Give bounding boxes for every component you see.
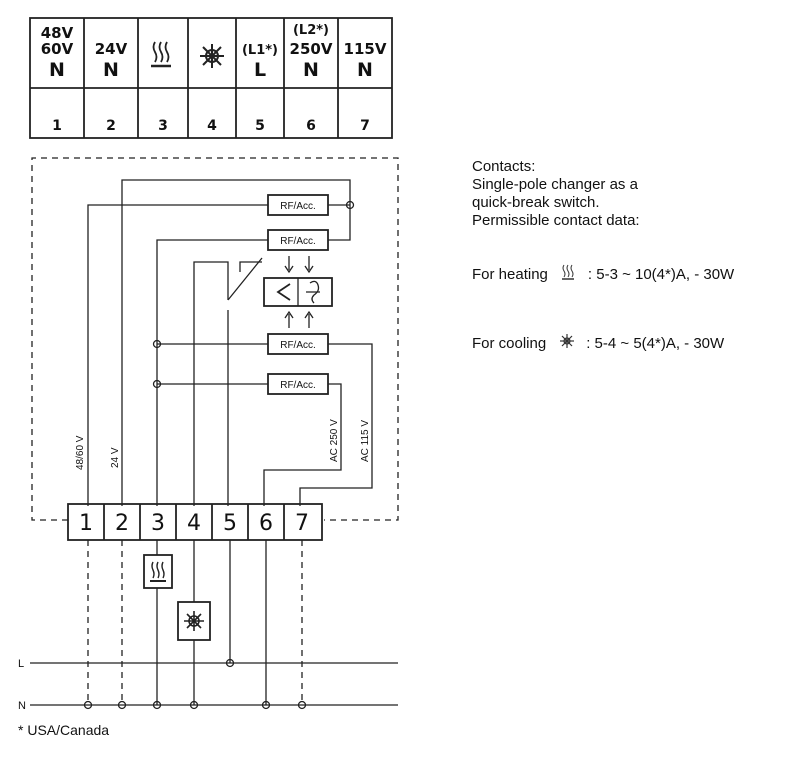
cooling-spec-icon xyxy=(556,333,578,353)
relay-box-2-label: RF/Acc. xyxy=(280,236,316,247)
heater-load xyxy=(143,554,173,589)
heating-spec: For heating : 5-3 ~ 10(4*)A, - 30W xyxy=(472,264,734,284)
header-col1-line1: 48V xyxy=(41,24,74,42)
external-wiring xyxy=(30,540,398,706)
contacts-line-3: quick-break switch. xyxy=(472,194,600,211)
terminal-6: 6 xyxy=(259,511,273,536)
cooling-spec: For cooling : 5-4 ~ 5(4*)A, - 30W xyxy=(472,333,724,353)
header-col2-role: N xyxy=(103,59,119,81)
junction-dots xyxy=(152,200,355,389)
wire-label-48-60v: 48/60 V xyxy=(75,435,86,470)
header-num-3: 3 xyxy=(158,118,168,134)
terminal-4: 4 xyxy=(187,511,201,536)
heating-spec-icon xyxy=(558,264,580,284)
footnote: * USA/Canada xyxy=(18,722,110,738)
contacts-line-4: Permissible contact data: xyxy=(472,212,640,229)
header-col7-role: N xyxy=(357,59,373,81)
header-num-1: 1 xyxy=(52,118,62,134)
relay-box-3-label: RF/Acc. xyxy=(280,340,316,351)
device-enclosure xyxy=(31,157,399,521)
header-num-7: 7 xyxy=(360,118,370,134)
header-col6-line1: (L2*) xyxy=(293,23,329,38)
contacts-line-2: Single-pole changer as a xyxy=(472,176,638,193)
contacts-description: Contacts: Single-pole changer as a quick… xyxy=(472,158,640,230)
header-col6-role: N xyxy=(303,59,319,81)
rail-label-n: N xyxy=(18,700,26,712)
terminal-header-table: 48V 60V N 24V N (L1*) L (L2*) 250V N 115… xyxy=(29,17,393,139)
header-col5-role: L xyxy=(254,59,266,81)
header-col1-role: N xyxy=(49,59,65,81)
terminal-2: 2 xyxy=(115,511,129,536)
relay-box-1-label: RF/Acc. xyxy=(280,201,316,212)
header-col5-line1: (L1*) xyxy=(242,43,278,58)
header-num-5: 5 xyxy=(255,118,265,134)
arrows-up-icon xyxy=(284,310,314,328)
heating-spec-value: : 5-3 ~ 10(4*)A, - 30W xyxy=(587,265,735,283)
relay-box-2: RF/Acc. xyxy=(267,229,329,251)
wire-label-ac115v: AC 115 V xyxy=(360,420,371,462)
temperature-icon xyxy=(306,280,320,304)
terminal-1: 1 xyxy=(79,511,93,536)
cooling-icon xyxy=(200,44,224,68)
header-col1-line2: 60V xyxy=(41,40,74,58)
header-num-6: 6 xyxy=(306,118,316,134)
terminal-3: 3 xyxy=(151,511,165,536)
relay-box-4-label: RF/Acc. xyxy=(280,380,316,391)
cooling-spec-label: For cooling xyxy=(472,334,547,352)
cooler-load-icon xyxy=(184,611,204,631)
terminal-7: 7 xyxy=(295,511,309,536)
rail-label-l: L xyxy=(18,658,24,670)
rail-junctions xyxy=(83,658,307,710)
thermostat-box xyxy=(263,277,333,307)
relay-box-4: RF/Acc. xyxy=(267,373,329,395)
header-num-4: 4 xyxy=(207,118,217,134)
cooling-spec-value: : 5-4 ~ 5(4*)A, - 30W xyxy=(586,334,725,352)
header-col2-line1: 24V xyxy=(95,40,128,58)
heater-load-icon xyxy=(150,561,166,582)
internal-wiring xyxy=(87,179,373,506)
terminal-block: 1 2 3 4 5 6 7 xyxy=(67,503,323,541)
relay-box-1: RF/Acc. xyxy=(267,194,329,216)
header-col7-line1: 115V xyxy=(344,40,387,58)
heating-icon xyxy=(151,41,171,68)
header-num-2: 2 xyxy=(106,118,116,134)
wire-label-24v: 24 V xyxy=(110,447,121,468)
heating-spec-label: For heating xyxy=(472,265,548,283)
wire-label-ac250v: AC 250 V xyxy=(329,419,340,462)
contacts-line-1: Contacts: xyxy=(472,158,536,175)
arrows-down-icon xyxy=(284,256,314,274)
header-col6-line2: 250V xyxy=(290,40,333,58)
relay-box-3: RF/Acc. xyxy=(267,333,329,355)
terminal-5: 5 xyxy=(223,511,237,536)
cooler-load xyxy=(177,601,211,641)
